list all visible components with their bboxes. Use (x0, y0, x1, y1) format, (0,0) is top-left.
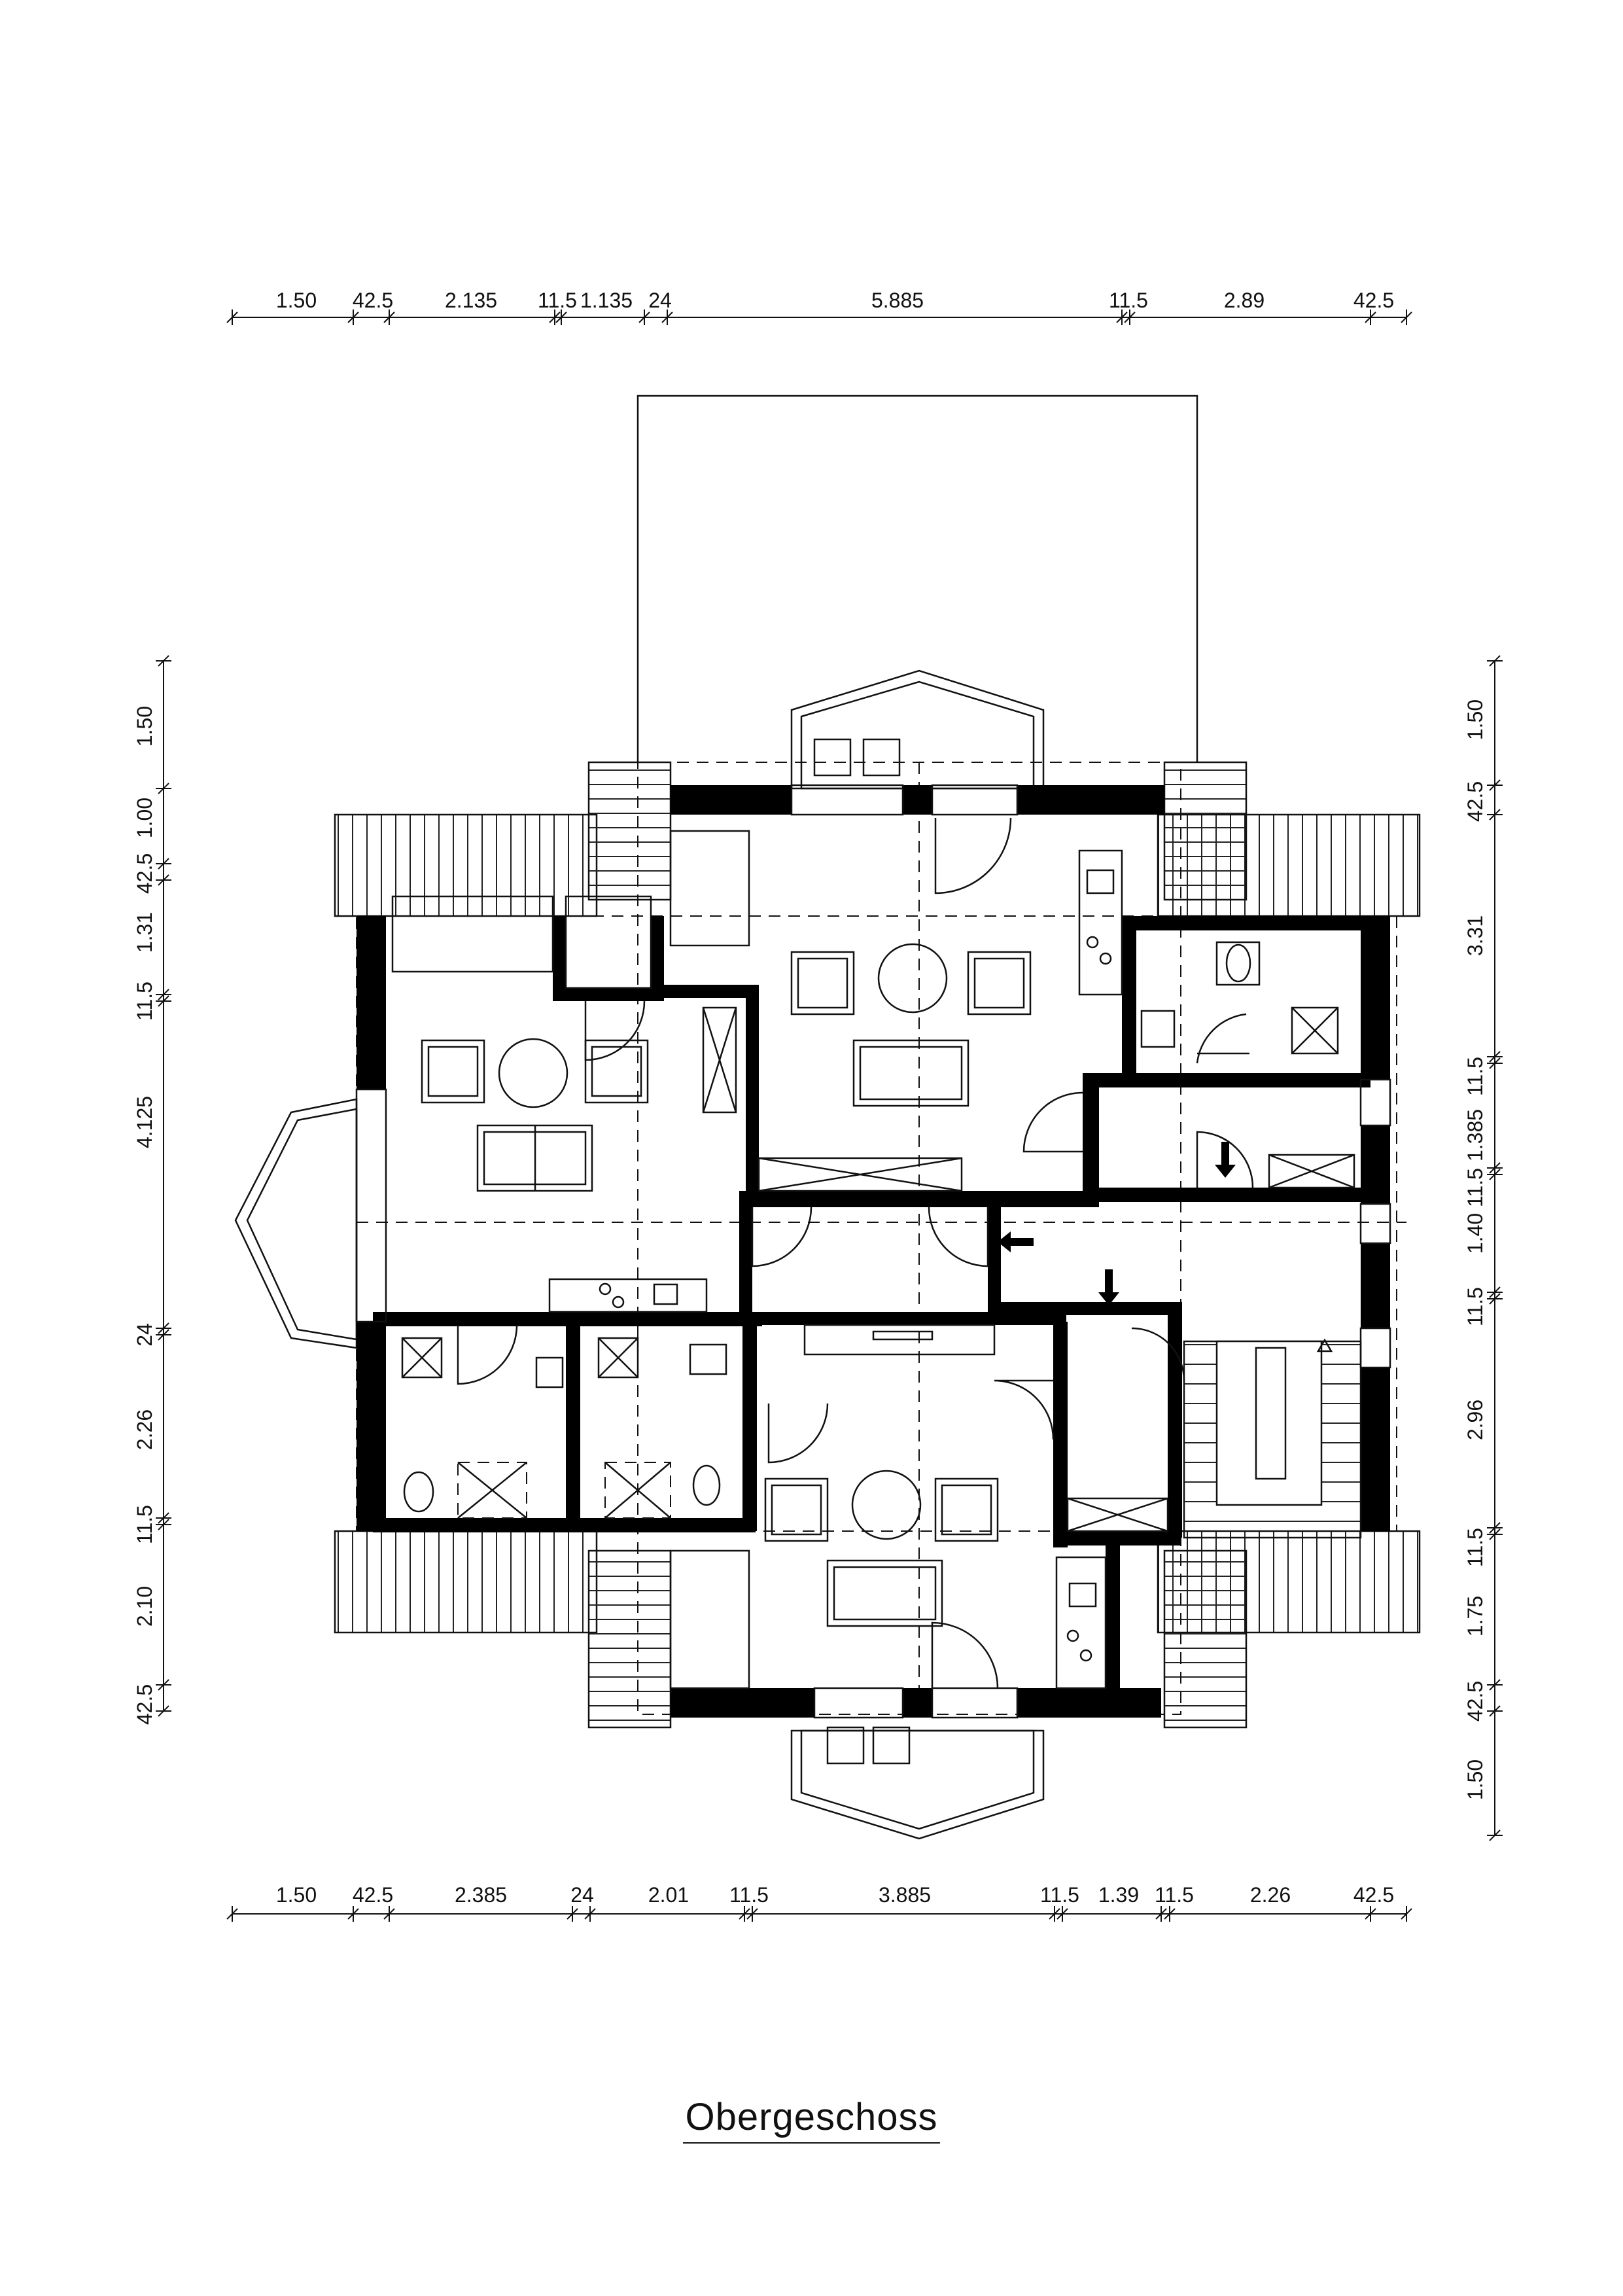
room-fixtures (391, 830, 1355, 1689)
bay-window-top (790, 669, 1045, 790)
dim-right-label: 42.5 (1463, 1681, 1487, 1722)
dim-top-label: 1.135 (580, 289, 633, 312)
dim-left-label: 1.50 (133, 706, 156, 747)
dim-left-label: 1.31 (133, 912, 156, 953)
dim-bottom-label: 42.5 (1353, 1883, 1394, 1907)
top-dimensions: 1.50 42.5 2.135 11.5 1.135 24 5.885 11.5… (276, 289, 1394, 312)
dim-left-label: 4.125 (133, 1096, 156, 1148)
dim-left-label: 11.5 (133, 1505, 156, 1544)
dimension-ticks (156, 309, 1503, 1922)
dim-bottom-label: 1.39 (1098, 1883, 1139, 1907)
dim-top-label: 1.50 (276, 289, 317, 312)
dim-top-label: 2.89 (1224, 289, 1265, 312)
dim-right-label: 11.5 (1463, 1287, 1487, 1326)
dim-top-label: 42.5 (1353, 289, 1394, 312)
terrace-outline (637, 395, 1198, 762)
drawing-title: Obergeschoss (0, 2095, 1623, 2144)
dim-left-label: 2.26 (133, 1409, 156, 1450)
dim-right-label: 1.75 (1463, 1596, 1487, 1636)
dim-top-label: 42.5 (353, 289, 393, 312)
dim-top-label: 24 (648, 289, 672, 312)
walls (357, 785, 1390, 1718)
dim-right-label: 11.5 (1463, 1528, 1487, 1567)
dim-right-label: 1.50 (1463, 1759, 1487, 1800)
dim-bottom-label: 42.5 (353, 1883, 393, 1907)
dim-left-label: 2.10 (133, 1586, 156, 1627)
dim-bottom-label: 11.5 (1155, 1883, 1194, 1907)
dim-top-label: 11.5 (1109, 289, 1148, 312)
bay-window-bottom (790, 1726, 1045, 1840)
dim-right-label: 1.40 (1463, 1213, 1487, 1254)
dim-top-label: 5.885 (871, 289, 924, 312)
dim-top-label: 2.135 (445, 289, 497, 312)
bottom-dimensions: 1.50 42.5 2.385 24 2.01 11.5 3.885 11.5 … (276, 1883, 1394, 1907)
doors (355, 784, 1391, 1719)
dim-right-label: 2.96 (1463, 1400, 1487, 1440)
dimension-lines (163, 317, 1495, 1915)
dim-top-label: 11.5 (538, 289, 577, 312)
dim-right-label: 3.31 (1463, 915, 1487, 956)
dim-bottom-label: 11.5 (729, 1883, 769, 1907)
dim-right-label: 11.5 (1463, 1168, 1487, 1207)
dim-left-label: 1.00 (133, 798, 156, 838)
roof-hatching (334, 761, 1421, 1729)
dim-right-label: 42.5 (1463, 781, 1487, 822)
dim-bottom-label: 11.5 (1040, 1883, 1079, 1907)
dim-bottom-label: 1.50 (276, 1883, 317, 1907)
staircase (1183, 1338, 1362, 1539)
dim-right-label: 1.50 (1463, 699, 1487, 740)
dim-bottom-label: 2.26 (1250, 1883, 1291, 1907)
dim-left-label: 11.5 (133, 981, 156, 1021)
dim-bottom-label: 24 (570, 1883, 594, 1907)
dim-bottom-label: 3.885 (879, 1883, 931, 1907)
right-dimensions: 1.50 42.5 3.31 11.5 1.385 11.5 1.40 11.5… (1463, 699, 1487, 1800)
dim-left-label: 42.5 (133, 853, 156, 894)
left-dimensions: 1.50 1.00 42.5 1.31 11.5 4.125 24 2.26 1… (133, 706, 156, 1725)
dim-left-label: 24 (133, 1323, 156, 1347)
entrance-arrows (998, 1142, 1236, 1305)
dim-left-label: 42.5 (133, 1684, 156, 1725)
dim-right-label: 11.5 (1463, 1057, 1487, 1096)
drawing-title-text: Obergeschoss (682, 2096, 941, 2144)
bay-window-left (234, 1098, 358, 1349)
dim-bottom-label: 2.385 (455, 1883, 507, 1907)
dim-right-label: 1.385 (1463, 1109, 1487, 1161)
dim-bottom-label: 2.01 (648, 1883, 689, 1907)
